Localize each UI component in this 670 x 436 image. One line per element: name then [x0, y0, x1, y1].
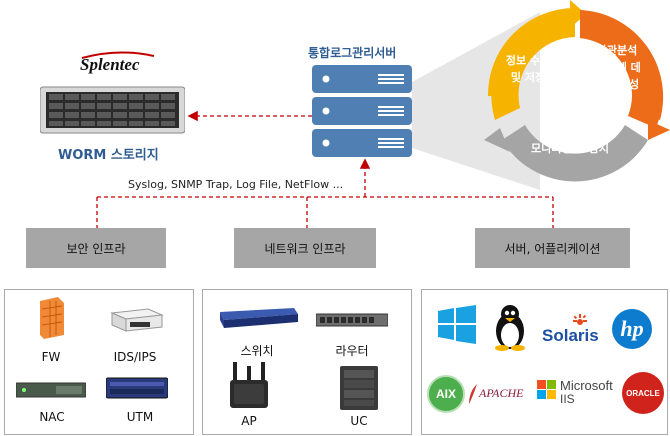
- nac-label: NAC: [39, 410, 65, 424]
- oracle-logo: ORACLE: [622, 372, 664, 414]
- hp-text: hp: [620, 316, 644, 341]
- security-infra-box: 보안 인프라: [26, 228, 166, 268]
- apache-feather-icon: [469, 384, 477, 404]
- switch-icon: [220, 308, 298, 328]
- uc-appliance-icon: [340, 366, 378, 410]
- router-label: 라우터: [335, 344, 369, 358]
- solaris-logo: Solaris: [542, 314, 608, 346]
- log-server-title: 통합로그관리서버: [308, 46, 397, 60]
- apache-logo: APACHE: [467, 384, 533, 404]
- cycle-label-collect: 정보 수집 및 저장: [505, 54, 551, 84]
- ids-ips-appliance-icon: [110, 308, 164, 332]
- hp-logo: hp: [612, 309, 652, 349]
- network-infra-box: 네트워크 인프라: [234, 228, 376, 268]
- aix-logo: AIX: [427, 375, 465, 413]
- storage-brand-logo: Splentec: [80, 55, 140, 74]
- aix-text: AIX: [435, 387, 456, 401]
- log-server-stack-icon: [312, 65, 412, 157]
- storage-brand-swoosh-icon: [81, 51, 155, 59]
- utm-appliance-icon: [106, 377, 168, 399]
- linux-tux-icon: [495, 305, 525, 351]
- solaris-text: Solaris: [542, 326, 599, 345]
- solaris-sun-icon: [573, 314, 587, 325]
- cycle-label-analyze: 상관분석 & 통계 데 이터 생성: [593, 44, 641, 91]
- cycle-label-monitor: 모니터링 & 탐지: [531, 142, 609, 155]
- nac-appliance-icon: [16, 382, 86, 398]
- iis-text: IIS: [560, 392, 575, 406]
- process-cycle-diagram: [484, 0, 670, 182]
- microsoft-windows-flag-icon: [537, 380, 556, 399]
- apache-text: APACHE: [479, 386, 524, 400]
- oracle-text: ORACLE: [626, 388, 660, 398]
- access-point-icon: [230, 362, 268, 408]
- server-app-infra-box: 서버, 어플리케이션: [475, 228, 630, 268]
- security-devices-panel: [4, 289, 194, 435]
- microsoft-iis-logo: Microsoft IIS: [537, 378, 619, 408]
- microsoft-text: Microsoft: [560, 378, 613, 393]
- log-protocols-text: Syslog, SNMP Trap, Log File, NetFlow ...: [128, 178, 344, 191]
- utm-label: UTM: [126, 410, 154, 424]
- ap-label: AP: [241, 414, 257, 428]
- switch-label: 스위치: [240, 344, 274, 358]
- windows-logo-icon: [438, 305, 476, 344]
- cycle-segment-monitor: [502, 125, 648, 180]
- worm-storage-label: WORM 스토리지: [58, 148, 159, 163]
- fw-label: FW: [41, 350, 61, 364]
- firewall-icon: [40, 297, 64, 339]
- router-icon: [316, 313, 388, 327]
- worm-storage-chassis-icon: [40, 86, 185, 134]
- uc-label: UC: [350, 414, 368, 428]
- ids-ips-label: IDS/IPS: [113, 350, 157, 364]
